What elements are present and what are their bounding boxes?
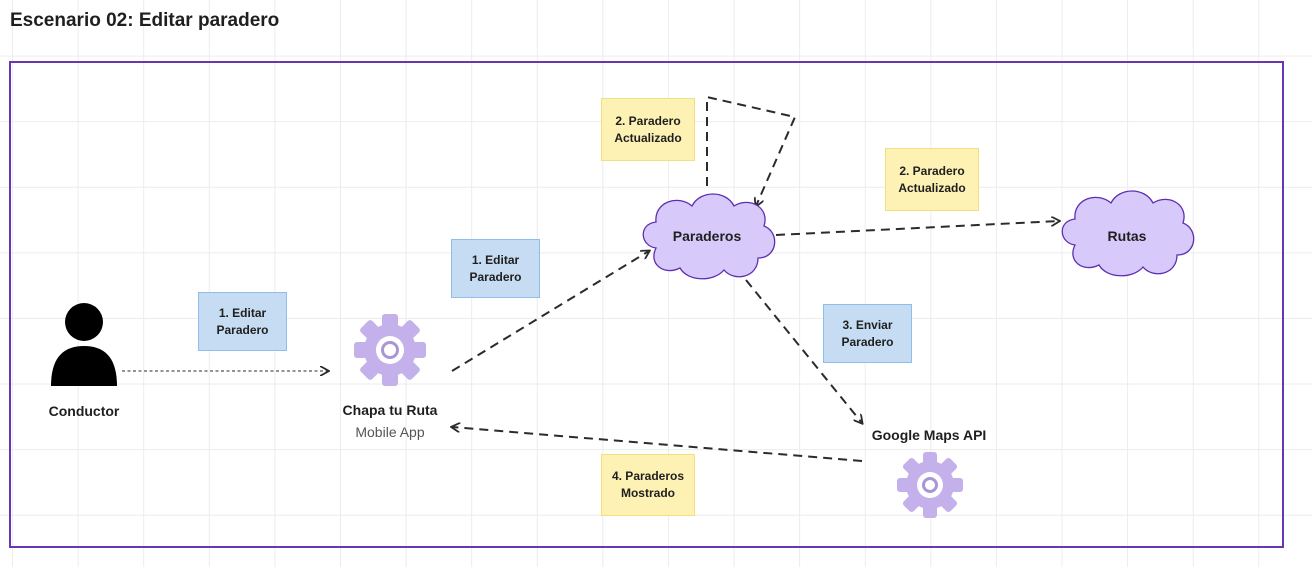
connector-paraderos-to-api[interactable] xyxy=(745,279,862,423)
connector-paraderos-to-rutas[interactable] xyxy=(775,221,1059,236)
note-paradero-actualizado-1[interactable]: 2. Paradero Actualizado xyxy=(601,98,695,161)
note-editar-paradero-1[interactable]: 1. Editar Paradero xyxy=(198,292,287,351)
note-enviar-paradero[interactable]: 3. Enviar Paradero xyxy=(823,304,912,363)
rutas-label: Rutas xyxy=(1107,228,1147,244)
note-paraderos-mostrado[interactable]: 4. Paraderos Mostrado xyxy=(601,454,695,516)
api-label: Google Maps API xyxy=(871,427,987,443)
connector-app-to-paraderos[interactable] xyxy=(451,251,649,372)
paraderos-label: Paraderos xyxy=(672,228,742,244)
connector-api-to-app[interactable] xyxy=(452,427,863,462)
gear-icon[interactable] xyxy=(350,310,430,390)
person-icon[interactable] xyxy=(49,300,121,390)
rutas-cloud[interactable] xyxy=(1053,183,1203,283)
gear-icon[interactable] xyxy=(893,448,967,522)
note-paradero-actualizado-2[interactable]: 2. Paradero Actualizado xyxy=(885,148,979,211)
scenario-frame[interactable] xyxy=(9,61,1284,548)
page-title: Escenario 02: Editar paradero xyxy=(10,10,280,31)
actor-label: Conductor xyxy=(48,403,120,419)
app-sublabel: Mobile App xyxy=(355,424,425,440)
app-label: Chapa tu Ruta xyxy=(342,402,438,418)
note-editar-paradero-2[interactable]: 1. Editar Paradero xyxy=(451,239,540,298)
paraderos-cloud[interactable] xyxy=(634,186,784,286)
connector-paraderos-self-loop[interactable] xyxy=(706,95,797,206)
